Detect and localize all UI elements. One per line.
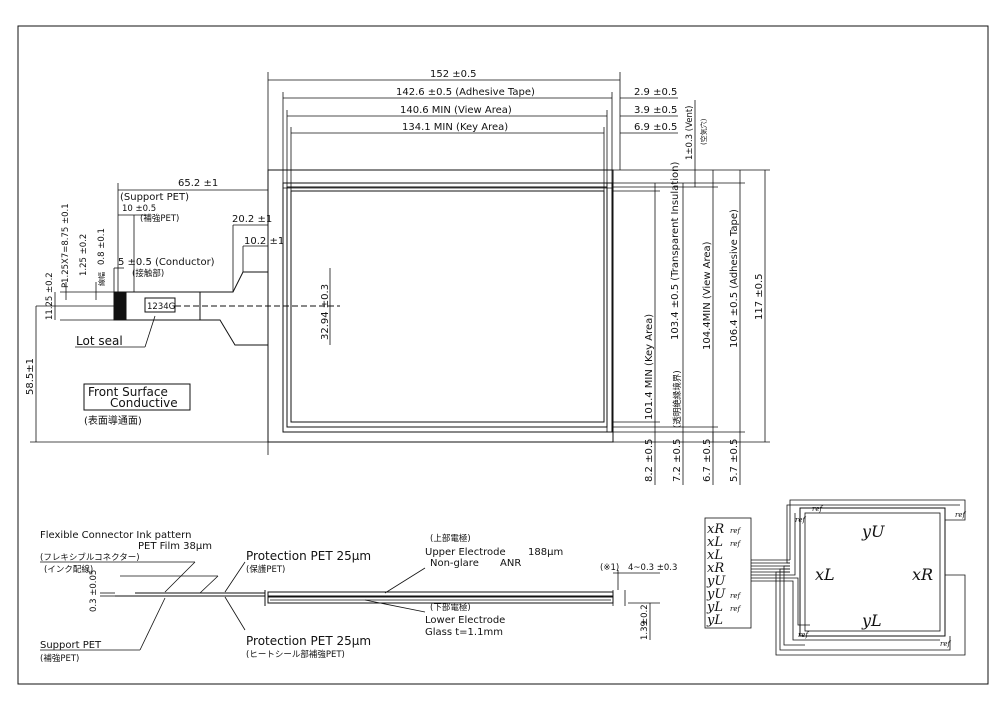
dim-key-area-v: 101.4 MIN (Key Area) <box>644 314 655 420</box>
dim-10: 10 ±0.5 <box>122 204 156 214</box>
ref-label-5: ref <box>940 640 951 648</box>
dim-11-25: 11.25 ±0.2 <box>45 272 55 320</box>
label-line-width-jp: 線幅 <box>97 272 106 286</box>
pin-3: xL <box>707 548 723 563</box>
ref-label-4: ref <box>798 631 809 639</box>
dim-58-5: 58.5±1 <box>25 358 36 395</box>
label-protection-pet-bottom-jp: (ヒートシール部補強PET) <box>246 649 345 660</box>
label-support-pet-jp: (補強PET) <box>140 213 179 224</box>
label-pet-film: PET Film 38μm <box>138 541 212 552</box>
label-glass: Glass t=1.1mm <box>425 627 503 638</box>
label-transparent-insulation-jp: (透明絶縁境界) <box>672 370 683 428</box>
key-area-outline <box>290 190 605 423</box>
dim-6-7: 6.7 ±0.5 <box>702 439 713 482</box>
dim-1-25: 1.25 ±0.2 <box>79 234 89 276</box>
front-surface-box <box>83 383 191 411</box>
dim-8-2: 8.2 ±0.5 <box>644 439 655 482</box>
label-lot-seal: Lot seal <box>76 334 123 348</box>
circuit-schematic <box>704 499 966 656</box>
dim-1-39: 1.39 <box>640 621 650 640</box>
pin-4: xR <box>707 561 724 576</box>
section-view <box>40 561 660 651</box>
upper-electrode-layer <box>267 591 614 597</box>
ref-label-2: ref <box>795 516 806 524</box>
dim-0-3: 0.3 ±0.05 <box>89 570 99 612</box>
dim-2-9: 2.9 ±0.5 <box>634 87 677 98</box>
dim-transparent-insulation: 103.4 ±0.5 (Transparent Insulation) <box>670 162 681 340</box>
dim-6-9: 6.9 ±0.5 <box>634 122 677 133</box>
label-protection-pet-top-jp: (保護PET) <box>246 564 285 575</box>
label-non-glare: Non-glare <box>430 558 479 569</box>
pin-2: xL <box>707 535 723 550</box>
dim-10-2: 10.2 ±1 <box>244 236 284 247</box>
dim-7-2: 7.2 ±0.5 <box>672 439 683 482</box>
dim-pitch: P1.25X7=8.75 ±0.1 <box>61 203 71 288</box>
label-upper-jp: (上部電極) <box>430 533 471 544</box>
dim-conductor: 5 ±0.5 (Conductor) <box>118 257 215 268</box>
label-support-pet-sec-jp: (補強PET) <box>40 653 79 664</box>
pin-6-ref: ref <box>730 592 741 600</box>
dim-20-2: 20.2 ±1 <box>232 214 272 225</box>
electrode-yu: yU <box>861 522 885 541</box>
lot-seal-box <box>144 297 176 313</box>
electrode-xr: xR <box>912 565 933 584</box>
sheet-border <box>17 25 989 685</box>
label-note-1: (※1) <box>600 563 619 573</box>
lot-code: 1234G <box>147 302 175 312</box>
pin-1: xR <box>707 522 724 537</box>
label-front-surface-jp: (表面導通面) <box>84 414 142 427</box>
dim-0-8: 0.8 ±0.1 <box>97 228 107 265</box>
pin-8: yL <box>706 613 723 628</box>
label-lower-jp: (下部電極) <box>430 602 471 613</box>
label-protection-pet-top: Protection PET 25μm <box>246 549 371 563</box>
pin-legend-box <box>704 517 752 629</box>
label-conductive: Conductive <box>110 396 178 410</box>
label-front-surface: Front Surface <box>88 385 168 399</box>
dim-32-94: 32.94 ±0.3 <box>320 284 331 340</box>
pin-5: yU <box>706 574 726 589</box>
top-view <box>30 72 770 485</box>
dim-65-2: 65.2 ±1 <box>178 178 218 189</box>
dim-view-area: 140.6 MIN (View Area) <box>400 105 512 116</box>
view-area-outline <box>286 186 608 428</box>
dim-vent: 1±0.3 (Vent) <box>685 106 695 161</box>
pin-7: yL <box>706 600 723 615</box>
pin-7-ref: ref <box>730 605 741 613</box>
conductor-contacts <box>113 291 127 321</box>
ref-label-3: ref <box>955 511 966 519</box>
ref-label-1: ref <box>812 505 823 513</box>
dim-vent-jp: (空気穴) <box>699 118 708 145</box>
dim-5-7: 5.7 ±0.5 <box>729 439 740 482</box>
dim-adhesive-tape-v: 106.4 ±0.5 (Adhesive Tape) <box>729 209 740 348</box>
dim-tol-0-2: ±0.2 <box>640 604 650 625</box>
dim-3-9: 3.9 ±0.5 <box>634 105 677 116</box>
label-upper-electrode: Upper Electrode <box>425 547 506 558</box>
dim-117: 117 ±0.5 <box>754 273 765 320</box>
adhesive-tape-outline <box>282 182 613 433</box>
dim-gap: 4~0.3 ±0.3 <box>628 563 677 573</box>
dim-view-area-v: 104.4MIN (View Area) <box>702 241 713 350</box>
pin-6: yU <box>706 587 726 602</box>
label-ink-jp: (インク配線) <box>44 564 93 575</box>
label-protection-pet-bottom: Protection PET 25μm <box>246 634 371 648</box>
label-conductor-jp: (接触部) <box>132 268 164 279</box>
label-flex-ink: Flexible Connector Ink pattern <box>40 530 191 541</box>
dim-adhesive-tape: 142.6 ±0.5 (Adhesive Tape) <box>396 87 535 98</box>
label-lower-electrode: Lower Electrode <box>425 615 505 626</box>
electrode-xl: xL <box>815 565 835 584</box>
label-support-pet: (Support PET) <box>120 192 189 203</box>
dim-key-area: 134.1 MIN (Key Area) <box>402 122 508 133</box>
connector-tail <box>199 271 268 346</box>
label-upper-value: 188μm <box>528 547 563 558</box>
schematic-panel <box>799 507 946 637</box>
pin-1-ref: ref <box>730 527 741 535</box>
pin-2-ref: ref <box>730 540 741 548</box>
label-flex-jp: (フレキシブルコネクター) <box>40 552 140 563</box>
label-anr: ANR <box>500 558 521 569</box>
label-support-pet-sec: Support PET <box>40 640 102 651</box>
dim-152: 152 ±0.5 <box>430 69 477 80</box>
electrode-yl: yL <box>861 611 882 630</box>
